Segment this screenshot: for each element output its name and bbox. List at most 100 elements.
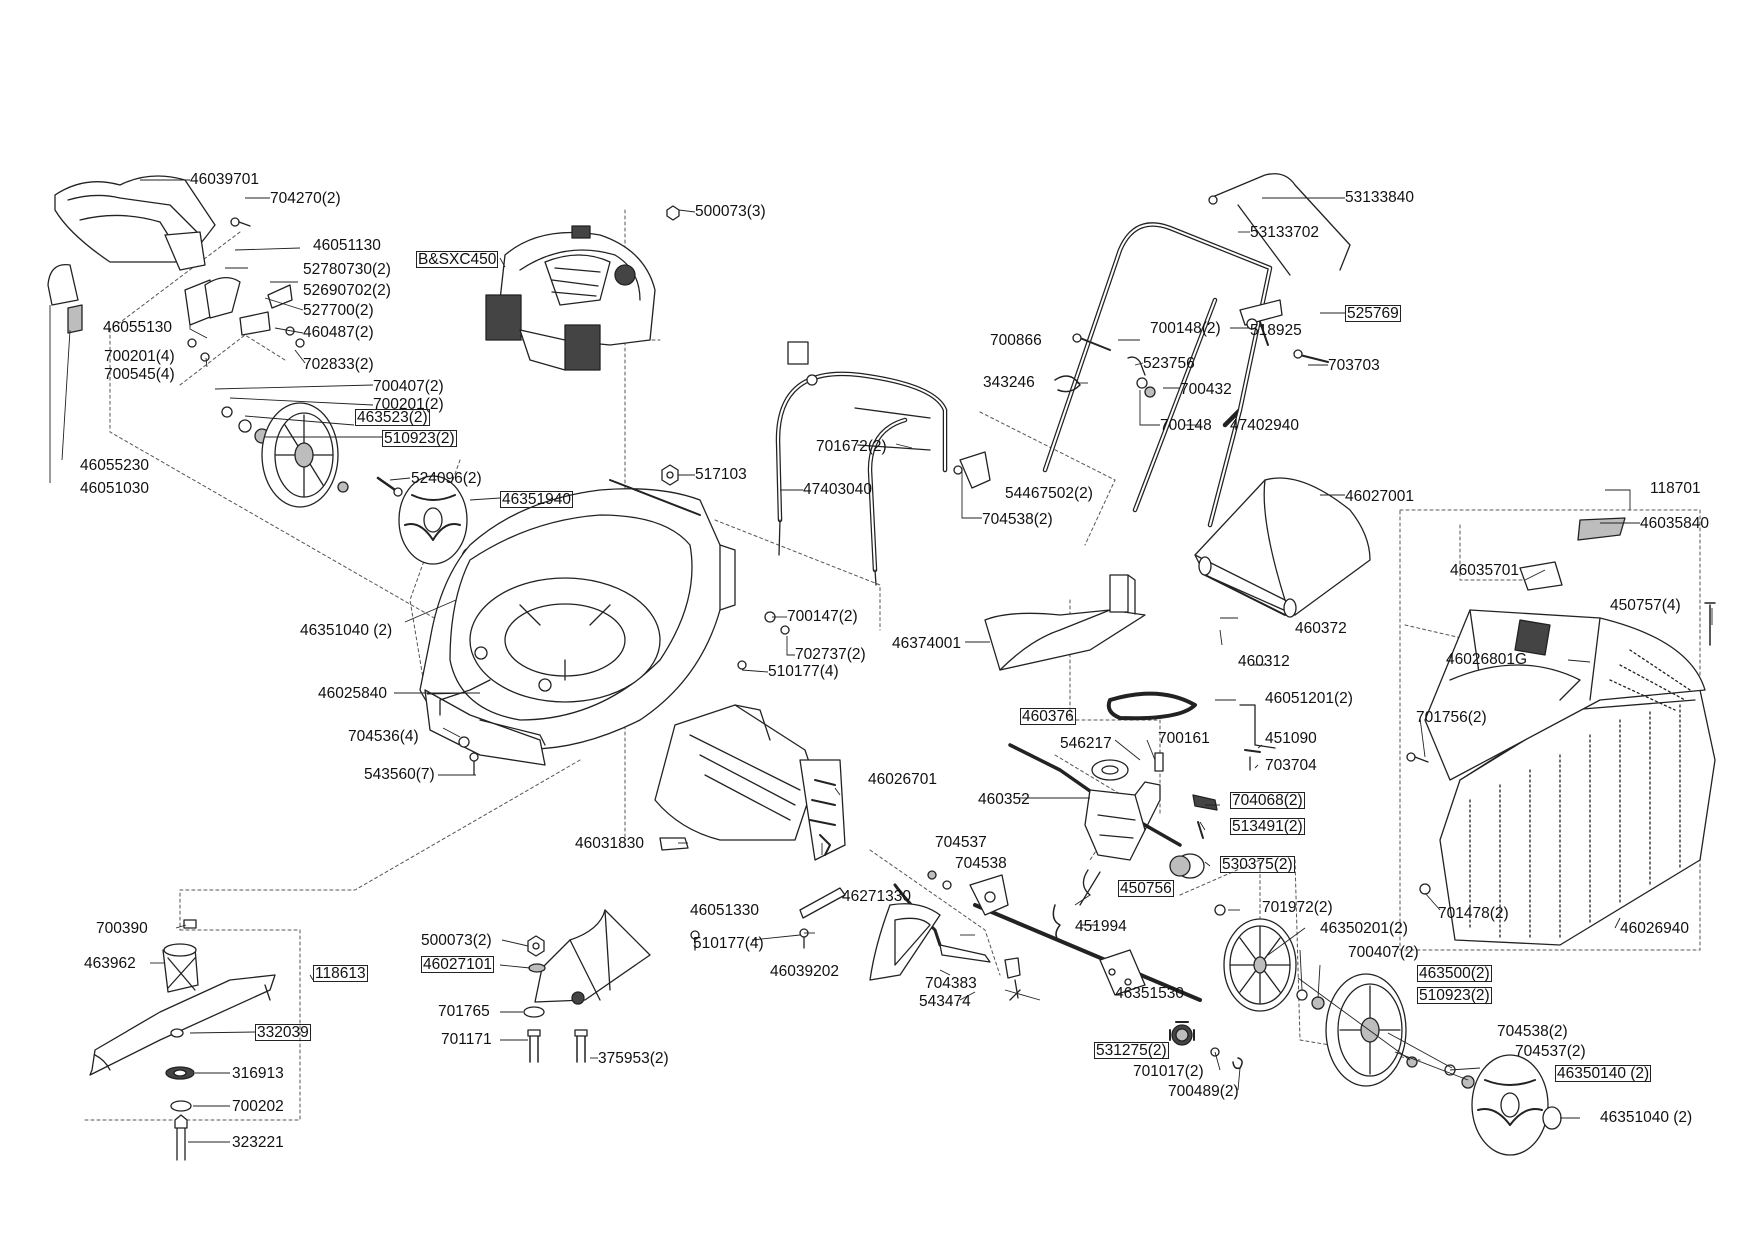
part-label-704383: 704383: [925, 975, 977, 992]
part-label-517103: 517103: [695, 466, 747, 483]
part-label-463962: 463962: [84, 955, 136, 972]
part-label-118613: 118613: [313, 965, 368, 982]
part-label-46350201: 46350201(2): [1320, 920, 1408, 937]
part-label-701478: 701478(2): [1438, 905, 1509, 922]
part-label-700201-4: 700201(4): [104, 348, 175, 365]
part-label-316913: 316913: [232, 1065, 284, 1082]
mulch-plug: [534, 909, 651, 1005]
part-label-510177-lower: 510177(4): [693, 935, 764, 952]
part-label-53133702: 53133702: [1250, 224, 1319, 241]
part-label-46351040-left: 46351040 (2): [300, 622, 393, 639]
rear-axle-assembly: [869, 870, 1243, 1070]
part-label-700202: 700202: [232, 1098, 284, 1115]
part-label-518925: 518925: [1250, 322, 1302, 339]
part-label-46351530: 46351530: [1115, 985, 1184, 1002]
part-label-700148: 700148: [1160, 417, 1212, 434]
part-label-46055230: 46055230: [80, 457, 149, 474]
part-label-engine: B&SXC450: [416, 251, 499, 268]
part-label-460372: 460372: [1295, 620, 1347, 637]
rear-wheel-left: [221, 402, 349, 508]
part-label-510177-upper: 510177(4): [768, 663, 839, 680]
part-label-46026940: 46026940: [1620, 920, 1689, 937]
part-label-46026801G: 46026801G: [1446, 651, 1528, 668]
part-label-704068: 704068(2): [1230, 792, 1305, 809]
part-label-704538-2-mid: 704538(2): [982, 511, 1053, 528]
part-label-54467502: 54467502(2): [1005, 485, 1093, 502]
part-label-525769: 525769: [1345, 305, 1401, 322]
part-label-46027101: 46027101: [421, 956, 494, 973]
part-label-332039: 332039: [255, 1024, 311, 1041]
part-label-46035701: 46035701: [1450, 562, 1519, 579]
part-label-700148-2: 700148(2): [1150, 320, 1221, 337]
part-label-323221: 323221: [232, 1134, 284, 1151]
lower-handle: [775, 341, 991, 586]
part-label-700161: 700161: [1158, 730, 1210, 747]
part-label-46026701: 46026701: [868, 771, 937, 788]
part-label-530375: 530375(2): [1220, 856, 1295, 873]
part-label-700147: 700147(2): [787, 608, 858, 625]
part-label-543560: 543560(7): [364, 766, 435, 783]
part-label-46351040-right: 46351040 (2): [1600, 1109, 1693, 1126]
part-label-463500: 463500(2): [1417, 965, 1492, 982]
part-label-527700: 527700(2): [303, 302, 374, 319]
part-label-701756: 701756(2): [1416, 709, 1487, 726]
part-label-47402940: 47402940: [1230, 417, 1299, 434]
part-label-543474: 543474: [919, 993, 971, 1010]
bag-top-cover: [1194, 477, 1371, 618]
part-label-700390: 700390: [96, 920, 148, 937]
part-label-46271330: 46271330: [842, 888, 911, 905]
part-label-700489: 700489(2): [1168, 1083, 1239, 1100]
part-label-450756: 450756: [1118, 880, 1174, 897]
part-label-46051030: 46051030: [80, 480, 149, 497]
part-label-46051201: 46051201(2): [1265, 690, 1353, 707]
part-label-704537: 704537: [935, 834, 987, 851]
part-label-704537-2: 704537(2): [1515, 1043, 1586, 1060]
rear-wheel-right: [1223, 918, 1562, 1156]
part-label-531275: 531275(2): [1094, 1042, 1169, 1059]
part-label-46039202: 46039202: [770, 963, 839, 980]
part-label-500073-3: 500073(3): [695, 203, 766, 220]
grass-catcher: [1406, 517, 1716, 946]
gearbox-assembly: [1008, 704, 1276, 943]
rear-flap-cover: [54, 175, 216, 271]
part-label-701017: 701017(2): [1133, 1063, 1204, 1080]
part-label-463523: 463523(2): [355, 409, 430, 426]
part-label-701765: 701765: [438, 1003, 490, 1020]
part-label-46025840: 46025840: [318, 685, 387, 702]
mulch-insert: [984, 574, 1146, 671]
part-label-460312: 460312: [1238, 653, 1290, 670]
leader-lines: [49, 179, 1713, 1143]
part-label-46055130: 46055130: [103, 319, 172, 336]
small-fasteners-left: [187, 217, 305, 362]
part-label-513491: 513491(2): [1230, 818, 1305, 835]
part-label-703704: 703704: [1265, 757, 1317, 774]
part-label-52690702: 52690702(2): [303, 282, 391, 299]
part-label-46374001: 46374001: [892, 635, 961, 652]
part-label-702833: 702833(2): [303, 356, 374, 373]
part-label-451994: 451994: [1075, 918, 1127, 935]
side-flap-left: [47, 264, 293, 336]
part-label-52780730: 52780730(2): [303, 261, 391, 278]
part-label-46051130: 46051130: [313, 237, 381, 254]
part-label-53133840: 53133840: [1345, 189, 1414, 206]
part-label-118701: 118701: [1650, 480, 1701, 497]
part-label-46027001: 46027001: [1345, 488, 1414, 505]
part-label-47403040: 47403040: [803, 481, 872, 498]
part-label-704538: 704538: [955, 855, 1007, 872]
part-label-703703: 703703: [1328, 357, 1380, 374]
part-label-524096: 524096(2): [411, 470, 482, 487]
part-label-700407-right: 700407(2): [1348, 944, 1419, 961]
part-label-451090: 451090: [1265, 730, 1317, 747]
part-label-546217: 546217: [1060, 735, 1112, 752]
part-label-46350140: 46350140 (2): [1555, 1065, 1652, 1082]
part-label-500073-2: 500073(2): [421, 932, 492, 949]
part-label-701171: 701171: [441, 1031, 492, 1048]
part-label-46031830: 46031830: [575, 835, 644, 852]
part-label-700866: 700866: [990, 332, 1042, 349]
part-label-450757: 450757(4): [1610, 597, 1681, 614]
part-label-704270: 704270(2): [270, 190, 341, 207]
part-label-46051330: 46051330: [690, 902, 759, 919]
part-label-701672: 701672(2): [816, 438, 887, 455]
part-label-700407-left: 700407(2): [373, 378, 444, 395]
